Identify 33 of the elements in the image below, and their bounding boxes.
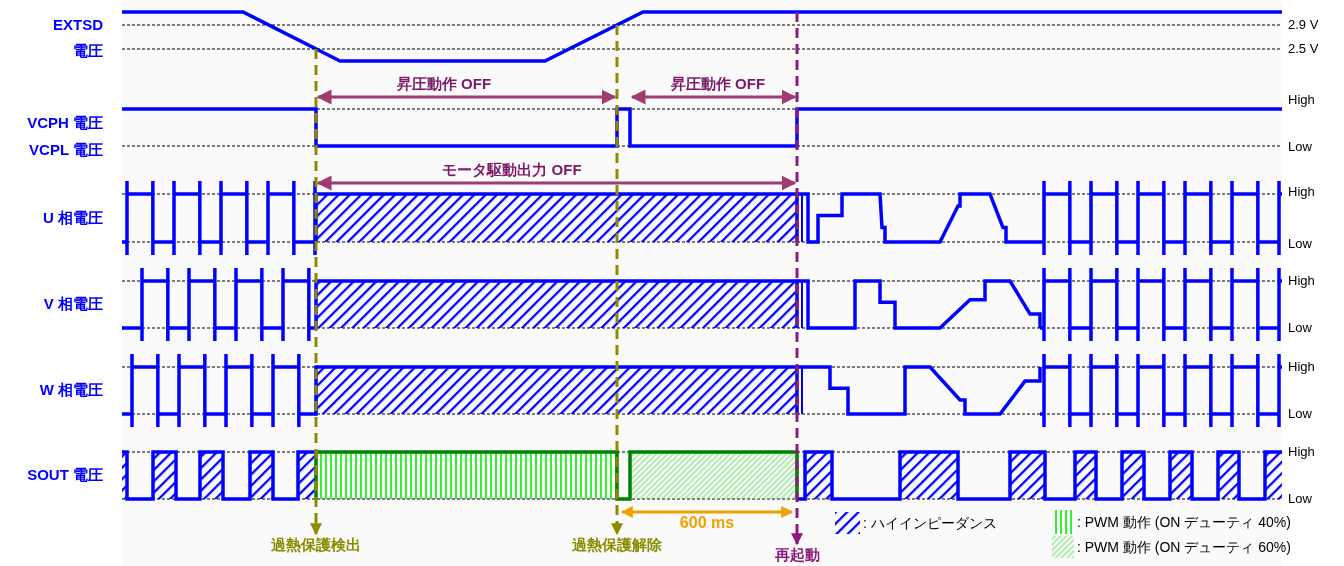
signal-label: W 相電圧 [39, 381, 103, 399]
event-line [611, 25, 623, 536]
signal-label: EXTSD 電圧 [52, 15, 103, 61]
duration-arrow [620, 506, 794, 518]
level-label: Low [1288, 235, 1312, 253]
event-label: 過熱保護解除 [572, 536, 662, 554]
level-label: High [1288, 183, 1315, 201]
signal-label: VCPH 電圧 [27, 114, 103, 132]
event-line [310, 49, 322, 536]
legend-text: : PWM 動作 (ON デューティ 60%) [1077, 538, 1291, 556]
span-label: 昇圧動作 OFF [396, 75, 492, 93]
legend-text: : ハイインピーダンス [863, 514, 997, 532]
level-label: High [1288, 272, 1315, 290]
level-label: High [1288, 91, 1315, 109]
level-label: High [1288, 443, 1315, 461]
level-label: High [1288, 358, 1315, 376]
edge-label: 600 ms [679, 514, 735, 532]
level-label: Low [1288, 405, 1312, 423]
legend-text: : PWM 動作 (ON デューティ 40%) [1077, 513, 1291, 531]
signal-label: VCPL 電圧 [29, 141, 103, 159]
event-label: 再起動 [774, 546, 820, 564]
level-label: 2.9 V [1288, 16, 1319, 34]
level-label: 2.5 V [1288, 40, 1319, 58]
signal-label: V 相電圧 [43, 295, 103, 313]
level-label: Low [1288, 490, 1312, 508]
span-label: 昇圧動作 OFF [670, 75, 766, 93]
signal-label: U 相電圧 [43, 209, 103, 227]
event-label: 過熱保護検出 [271, 536, 361, 554]
event-line [791, 12, 803, 546]
level-label: Low [1288, 138, 1312, 156]
signal-label: SOUT 電圧 [27, 466, 103, 484]
level-label: Low [1288, 319, 1312, 337]
span-label: モータ駆動出力 OFF [442, 161, 582, 179]
